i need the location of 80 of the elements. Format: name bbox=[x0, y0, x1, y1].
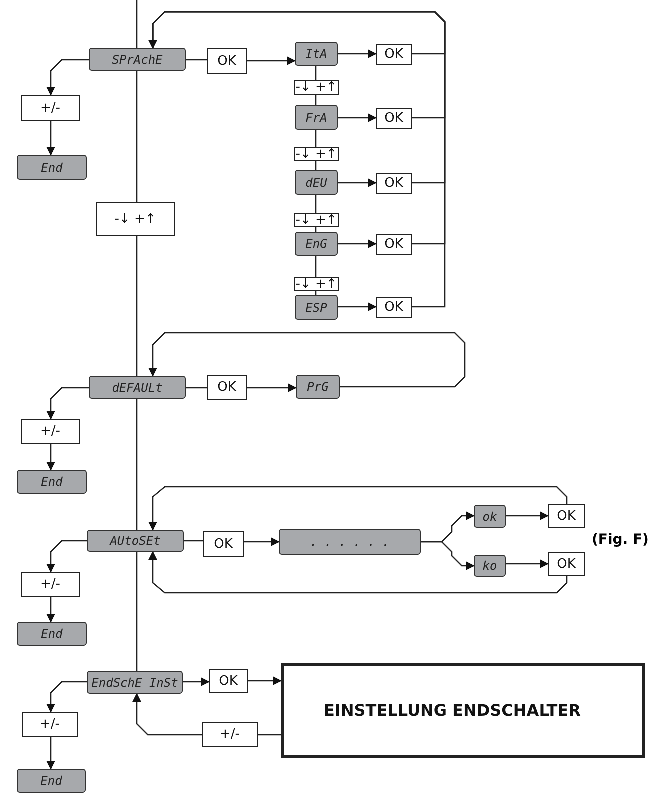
arrow bbox=[46, 121, 56, 156]
display-box: FrA bbox=[295, 105, 338, 130]
connector-line bbox=[136, 0, 138, 48]
display-box: PrG bbox=[296, 375, 340, 399]
arrow bbox=[244, 538, 280, 546]
arrow bbox=[338, 50, 377, 58]
display-box: ItA bbox=[295, 42, 338, 66]
display-box: End bbox=[17, 622, 87, 646]
text-box: EINSTELLUNG ENDSCHALTER bbox=[281, 663, 645, 758]
key-box: +/- bbox=[202, 722, 258, 747]
key-box: OK bbox=[548, 504, 585, 528]
key-box: -↓ +↑ bbox=[294, 213, 339, 227]
key-box: OK bbox=[207, 375, 247, 400]
arrow bbox=[506, 560, 549, 568]
key-box: OK bbox=[207, 48, 247, 74]
key-box: OK bbox=[376, 234, 412, 255]
key-box: +/- bbox=[21, 572, 80, 597]
display-box: End bbox=[17, 769, 86, 793]
arrow bbox=[148, 11, 446, 308]
arrow bbox=[46, 681, 87, 713]
arrow bbox=[46, 387, 89, 420]
arrow bbox=[183, 678, 210, 686]
connector-line bbox=[315, 95, 317, 105]
arrow bbox=[506, 512, 549, 520]
arrow bbox=[148, 486, 568, 531]
display-box: dEFAULt bbox=[89, 376, 186, 399]
arrow bbox=[247, 384, 297, 392]
key-box: +/- bbox=[22, 712, 78, 737]
arrow bbox=[132, 693, 202, 736]
arrow bbox=[338, 114, 377, 122]
key-box: OK bbox=[376, 108, 412, 129]
arrow bbox=[338, 302, 377, 312]
arrow bbox=[148, 551, 568, 594]
key-box: OK bbox=[376, 297, 412, 318]
display-box: End bbox=[17, 470, 87, 494]
connector-line bbox=[186, 387, 207, 389]
key-box: OK bbox=[376, 173, 412, 194]
key-box: +/- bbox=[21, 419, 80, 444]
key-box: OK bbox=[203, 531, 244, 557]
key-box: -↓ +↑ bbox=[294, 277, 339, 291]
connector-line bbox=[315, 130, 317, 147]
key-box: +/- bbox=[21, 95, 80, 121]
display-box: ok bbox=[474, 505, 506, 528]
connector-line bbox=[136, 71, 138, 202]
connector-line bbox=[186, 59, 207, 61]
connector-line bbox=[184, 540, 203, 542]
display-box: dEU bbox=[295, 170, 338, 195]
arrow bbox=[248, 676, 282, 686]
figure-reference: (Fig. F) bbox=[592, 532, 649, 548]
display-box: ko bbox=[474, 555, 506, 577]
arrow bbox=[46, 540, 87, 573]
display-box: EndSchE InSt bbox=[87, 671, 183, 694]
connector-line bbox=[258, 734, 281, 736]
display-box: AUtoSEt bbox=[87, 530, 184, 552]
key-box: OK bbox=[209, 669, 248, 693]
key-box: OK bbox=[548, 552, 585, 576]
key-box: -↓ +↑ bbox=[96, 202, 175, 236]
display-box: ESP bbox=[295, 295, 338, 320]
arrow bbox=[46, 597, 56, 623]
connector-line bbox=[136, 552, 138, 671]
key-box: OK bbox=[376, 44, 412, 65]
display-box: End bbox=[17, 155, 87, 180]
arrow bbox=[421, 541, 475, 570]
connector-line bbox=[315, 66, 317, 80]
connector-line bbox=[315, 256, 317, 277]
arrow bbox=[338, 240, 377, 248]
arrow bbox=[46, 737, 56, 770]
arrow bbox=[247, 56, 296, 66]
key-box: -↓ +↑ bbox=[294, 80, 339, 95]
display-box: . . . . . . bbox=[279, 529, 421, 555]
connector-line bbox=[136, 399, 138, 530]
arrow bbox=[46, 444, 56, 471]
arrow bbox=[148, 332, 466, 388]
connector-line bbox=[136, 236, 138, 376]
arrow bbox=[338, 178, 377, 188]
display-box: SPrAchE bbox=[89, 48, 186, 71]
connector-line bbox=[315, 195, 317, 213]
arrow bbox=[46, 59, 89, 96]
key-box: -↓ +↑ bbox=[294, 147, 339, 161]
display-box: EnG bbox=[295, 232, 338, 256]
